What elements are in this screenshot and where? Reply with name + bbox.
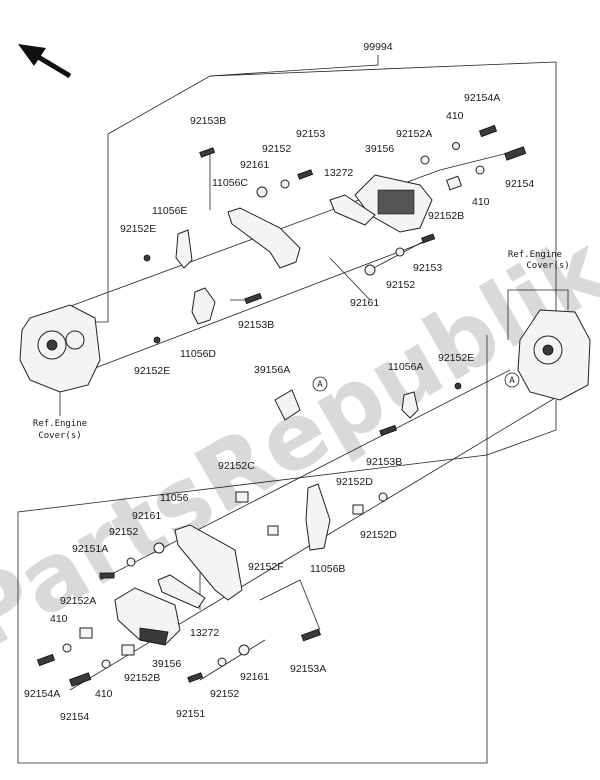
assembly-frame (17, 55, 557, 764)
label-92154A-top: 92154A (464, 92, 500, 104)
label-13272-top: 13272 (324, 167, 353, 179)
callout-a-left (312, 376, 328, 392)
ref-engine-cover-right-line1: Ref.Engine (508, 250, 562, 260)
callout-a-right (504, 372, 520, 388)
label-92153B-mid: 92153B (238, 319, 274, 331)
label-92153B-low: 92153B (366, 456, 402, 468)
label-410-top-1: 410 (446, 110, 464, 122)
bracket-11056C[interactable] (227, 207, 301, 269)
label-92152-mid: 92152 (386, 279, 415, 291)
label-92152B-low: 92152B (124, 672, 160, 684)
label-92154A-low: 92154A (24, 688, 60, 700)
label-39156A: 39156A (254, 364, 290, 376)
ref-engine-cover-right-line2: Cover(s) (526, 261, 569, 271)
frame-slider-upper[interactable] (354, 174, 433, 233)
label-11056A: 11056A (388, 361, 423, 373)
label-11056C: 11056C (212, 177, 248, 189)
label-13272-low: 13272 (190, 627, 219, 639)
label-11056E: 11056E (152, 205, 187, 217)
label-92152-bot: 92152 (210, 688, 239, 700)
label-92153-top: 92153 (296, 128, 325, 140)
label-92152F: 92152F (248, 561, 284, 573)
assembly-number: 99994 (363, 41, 392, 53)
label-92151A: 92151A (72, 543, 108, 555)
label-410-low-2: 410 (95, 688, 113, 700)
label-11056B: 11056B (310, 563, 345, 575)
part-labels: 92153B 92152 92153 92161 11056C 13272 39… (24, 92, 534, 723)
bracket-11056A[interactable] (401, 391, 419, 419)
ref-engine-cover-left-line1: Ref.Engine (33, 419, 87, 429)
bracket-11056E[interactable] (175, 229, 193, 269)
label-92153B-top: 92153B (190, 115, 226, 127)
lower-fasteners (36, 382, 462, 687)
label-92152D-2: 92152D (360, 529, 397, 541)
upper-fasteners (143, 124, 527, 344)
label-92161-bot: 92161 (240, 671, 269, 683)
label-92152E-right: 92152E (438, 352, 474, 364)
label-92161-mid: 92161 (350, 297, 379, 309)
label-92151: 92151 (176, 708, 205, 720)
spacer-plate-13272-upper[interactable] (329, 194, 376, 226)
label-92161-low: 92161 (132, 510, 161, 522)
label-39156-low: 39156 (152, 658, 181, 670)
callout-a-left-text: A (317, 380, 323, 390)
bracket-11056D[interactable] (191, 287, 216, 325)
ref-engine-cover-left-line2: Cover(s) (38, 431, 81, 441)
bracket-11056B[interactable] (305, 483, 331, 551)
callout-a-right-text: A (509, 376, 515, 386)
label-92152-top: 92152 (262, 143, 291, 155)
label-92154-top: 92154 (505, 178, 534, 190)
frame-slider-lower[interactable] (114, 587, 181, 646)
label-92153-mid: 92153 (413, 262, 442, 274)
label-92161-top: 92161 (240, 159, 269, 171)
label-92152E-mid: 92152E (134, 365, 170, 377)
label-39156-top: 39156 (365, 143, 394, 155)
engine-cover-left[interactable] (19, 304, 101, 393)
label-92152-low: 92152 (109, 526, 138, 538)
label-92153A: 92153A (290, 663, 326, 675)
front-direction-arrow-icon (18, 44, 72, 79)
engine-cover-right[interactable] (517, 309, 591, 401)
label-92152A-top: 92152A (396, 128, 432, 140)
label-92152A-low: 92152A (60, 595, 96, 607)
label-11056D: 11056D (180, 348, 216, 360)
label-410-low-1: 410 (50, 613, 68, 625)
bracket-11056[interactable] (174, 524, 243, 601)
pad-39156A[interactable] (274, 389, 301, 421)
label-410-top-2: 410 (472, 196, 490, 208)
label-92154-low: 92154 (60, 711, 89, 723)
label-92152D-1: 92152D (336, 476, 373, 488)
spacer-plate-13272-lower[interactable] (157, 574, 206, 609)
label-92152B-top: 92152B (428, 210, 464, 222)
label-11056: 11056 (160, 492, 189, 504)
label-92152E-left: 92152E (120, 223, 156, 235)
label-92152C: 92152C (218, 460, 255, 472)
